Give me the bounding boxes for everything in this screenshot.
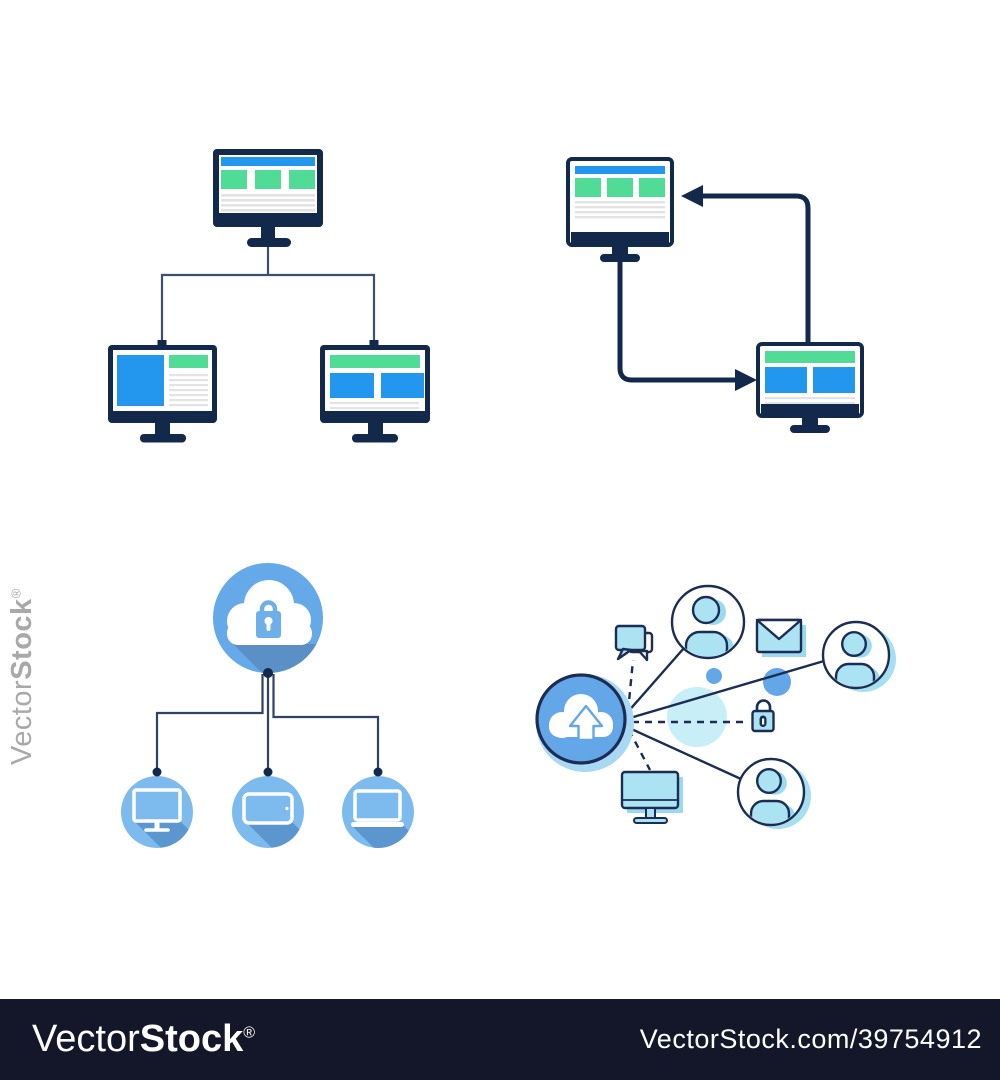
client-monitor-left-icon <box>108 345 217 443</box>
mail-envelope-icon <box>755 618 806 657</box>
chat-bubbles-icon <box>614 624 654 662</box>
diagram-cloud-lock-devices <box>121 563 414 848</box>
side-watermark-brand-light: Vector <box>6 679 38 765</box>
client-monitor-right-icon <box>320 345 430 443</box>
long-shadow <box>233 644 323 673</box>
server-monitor-icon <box>213 149 323 247</box>
decor-cyan-circle <box>667 687 727 747</box>
vectorstock-logo: VectorStock® <box>32 1018 255 1061</box>
cable-dot <box>152 767 162 777</box>
diagram-monitor-sync-cycle <box>566 157 864 433</box>
tablet-circle-icon <box>232 767 304 848</box>
decor-blue-dot-large <box>763 668 791 696</box>
tree-connector-lines <box>160 246 376 343</box>
network-lines <box>625 647 825 781</box>
image-url-text: VectorStock.com/39754912 <box>639 1024 982 1054</box>
cycle-arrow-down-right <box>617 261 735 383</box>
connector-tab-left <box>157 340 167 347</box>
diagram-cloud-upload-network <box>535 584 896 829</box>
side-watermark: VectorStock® <box>6 588 39 765</box>
arrowhead-left <box>681 185 703 207</box>
side-watermark-registered: ® <box>8 588 24 599</box>
padlock-icon <box>751 699 775 733</box>
laptop-circle-icon <box>342 767 414 848</box>
desktop-circle-icon <box>121 767 193 848</box>
user-avatar-bottom-icon <box>736 757 811 829</box>
screen-header-bar <box>221 157 315 166</box>
cable-dot <box>373 767 383 777</box>
cloud-upload-hub-icon <box>535 673 634 772</box>
logo-brand-light: Vector <box>32 1018 140 1060</box>
cloud-lock-circle-icon <box>213 563 323 678</box>
desktop-monitor-icon <box>620 770 683 824</box>
logo-brand-bold: Stock <box>139 1018 244 1060</box>
user-avatar-right-icon <box>821 620 896 692</box>
screen-image-block <box>117 355 164 406</box>
cable-dot <box>263 767 273 777</box>
arrowhead-right <box>735 369 757 391</box>
cable-lines <box>155 674 380 770</box>
user-avatar-top-icon <box>670 584 746 660</box>
side-watermark-brand-bold: Stock <box>6 598 38 680</box>
lock-icon <box>256 600 281 638</box>
connector-tab-right <box>369 340 379 347</box>
diagram-monitor-tree <box>108 149 430 443</box>
upload-arrow-icon <box>568 704 604 742</box>
bottom-watermark-bar: VectorStock® VectorStock.com/39754912 <box>0 999 1000 1080</box>
cable-junction-dot <box>263 668 273 678</box>
cycle-arrow-up-left <box>703 193 811 344</box>
screen-header-bar <box>575 166 665 174</box>
monitor-a-icon <box>566 157 674 262</box>
logo-registered: ® <box>243 1024 256 1042</box>
decor-blue-dot-small <box>706 668 722 684</box>
monitor-b-icon <box>756 342 864 433</box>
